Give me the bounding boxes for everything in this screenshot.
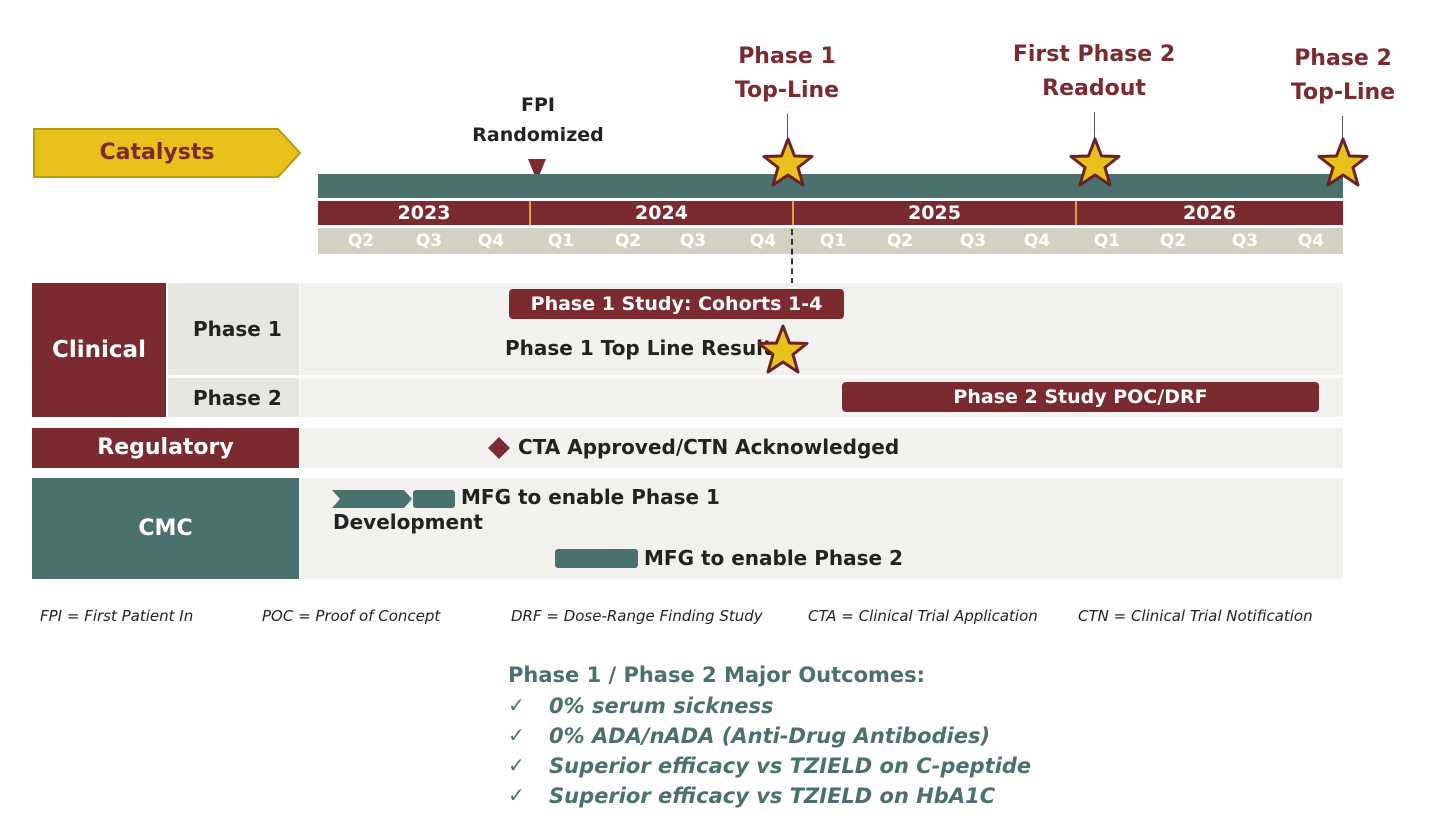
quarter-label: Q2 <box>1159 231 1187 251</box>
legend-poc: POC = Proof of Concept <box>262 607 441 625</box>
year-label: 2023 <box>397 202 451 224</box>
star-icon <box>762 137 814 187</box>
year-label: 2025 <box>908 202 961 224</box>
mfg2-bar <box>555 549 638 568</box>
fpi-marker-icon <box>528 159 546 181</box>
timeline-teal-bar <box>318 174 1343 198</box>
phase1-row-label: Phase 1 <box>193 317 282 341</box>
clinical-label-text: Clinical <box>52 337 146 363</box>
phase1-results-text: Phase 1 Top Line Results <box>505 336 785 360</box>
quarter-label: Q3 <box>959 231 987 251</box>
star-icon <box>1317 137 1369 187</box>
clinical-section-label: Clinical <box>32 283 166 417</box>
fpi-label-line2: Randomized <box>472 124 604 146</box>
phase2-readout-pin <box>1094 112 1095 142</box>
timeline-years-bar <box>318 201 1343 225</box>
quarter-label: Q4 <box>1023 231 1051 251</box>
check-icon: ✓ <box>508 783 525 807</box>
phase2-topline-line2: Top-Line <box>1290 80 1396 105</box>
fpi-milestone-label: FPI Randomized <box>468 90 608 150</box>
phase2-study-bar: Phase 2 Study POC/DRF <box>842 382 1319 412</box>
outcomes-title: Phase 1 / Phase 2 Major Outcomes: <box>508 663 926 687</box>
year-divider <box>792 201 794 225</box>
mfg2-text: MFG to enable Phase 2 <box>644 546 903 570</box>
diamond-icon <box>488 437 510 459</box>
year-divider <box>529 201 531 225</box>
star-icon <box>1069 137 1121 187</box>
outcome-item: Superior efficacy vs TZIELD on HbA1C <box>549 784 996 808</box>
phase1-topline-line1: Phase 1 <box>738 44 836 69</box>
regulatory-lane <box>300 428 1343 468</box>
phase1-topline-pin <box>787 114 788 142</box>
quarter-label: Q2 <box>347 231 375 251</box>
phase1-row-label-bg <box>168 283 299 375</box>
check-icon: ✓ <box>508 693 525 717</box>
outcome-item: Superior efficacy vs TZIELD on C-peptide <box>549 754 1032 778</box>
year-divider <box>1075 201 1077 225</box>
fpi-label-line1: FPI <box>521 94 555 116</box>
check-icon: ✓ <box>508 753 525 777</box>
catalysts-arrow <box>33 128 302 178</box>
mfg1-bars <box>332 490 455 508</box>
year-label: 2024 <box>635 202 688 224</box>
quarter-label: Q2 <box>614 231 642 251</box>
quarter-label: Q1 <box>547 231 575 251</box>
phase2-readout-line1: First Phase 2 <box>1012 42 1176 67</box>
catalysts-label: Catalysts <box>99 140 215 165</box>
phase2-topline-milestone-label: Phase 2 Top-Line <box>1283 42 1403 110</box>
legend-fpi: FPI = First Patient In <box>40 607 194 625</box>
outcome-item: 0% ADA/nADA (Anti-Drug Antibodies) <box>549 724 991 748</box>
quarter-label: Q3 <box>679 231 707 251</box>
mfg1-text: MFG to enable Phase 1 <box>461 485 720 509</box>
legend-ctn: CTN = Clinical Trial Notification <box>1078 607 1313 625</box>
quarter-label: Q1 <box>819 231 847 251</box>
check-icon: ✓ <box>508 723 525 747</box>
timeline-quarters-bar <box>318 228 1343 254</box>
cmc-section-label: CMC <box>32 478 299 579</box>
quarter-label: Q4 <box>1297 231 1325 251</box>
quarter-label: Q3 <box>415 231 443 251</box>
phase2-topline-pin <box>1342 116 1343 142</box>
phase2-topline-line1: Phase 2 <box>1294 46 1392 71</box>
cta-approved-text: CTA Approved/CTN Acknowledged <box>518 435 900 459</box>
outcome-item: 0% serum sickness <box>549 694 774 718</box>
legend-cta: CTA = Clinical Trial Application <box>808 607 1038 625</box>
cmc-lane <box>300 478 1343 579</box>
development-text: Development <box>333 510 483 534</box>
quarter-label: Q3 <box>1231 231 1259 251</box>
legend-drf: DRF = Dose-Range Finding Study <box>511 607 763 625</box>
quarter-label: Q1 <box>1093 231 1121 251</box>
regulatory-section-label: Regulatory <box>32 428 299 468</box>
phase1-topline-line2: Top-Line <box>734 78 840 103</box>
quarter-label: Q4 <box>749 231 777 251</box>
phase2-row-label: Phase 2 <box>193 386 282 410</box>
quarter-label: Q2 <box>886 231 914 251</box>
dashed-connector <box>791 229 793 333</box>
star-icon <box>757 324 809 374</box>
quarter-label: Q4 <box>477 231 505 251</box>
year-label: 2026 <box>1183 202 1236 224</box>
phase2-row-label-bg <box>168 378 299 417</box>
phase1-study-bar: Phase 1 Study: Cohorts 1-4 <box>509 289 844 319</box>
phase2-readout-milestone-label: First Phase 2 Readout <box>1004 38 1184 106</box>
phase1-topline-milestone-label: Phase 1 Top-Line <box>712 40 862 108</box>
phase2-readout-line2: Readout <box>1042 76 1146 101</box>
